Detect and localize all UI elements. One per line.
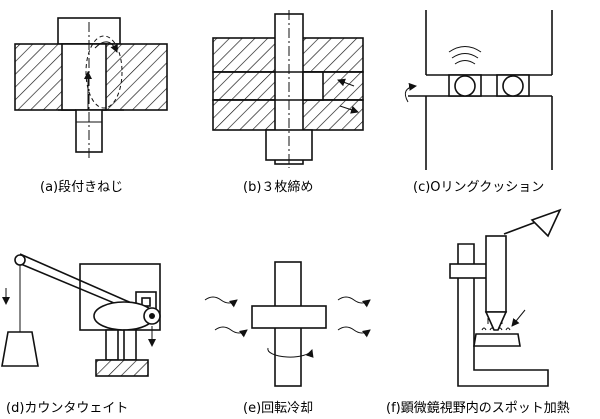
figure-d-counterweight bbox=[1, 253, 161, 377]
caption-f: (f)顕微鏡視野内のスポット加熱 bbox=[386, 400, 570, 416]
figure-e-rotational-cooling bbox=[204, 261, 371, 387]
figure-a-stepped-screw bbox=[14, 17, 168, 158]
caption-b: (b)３枚締め bbox=[243, 179, 313, 195]
caption-e: (e)回転冷却 bbox=[243, 401, 313, 416]
caption-a: (a)段付きねじ bbox=[40, 180, 123, 195]
figure-b-three-plate bbox=[212, 10, 364, 168]
caption-c: (c)Oリングクッション bbox=[413, 180, 544, 195]
figure-c-oring-cushion bbox=[404, 10, 553, 170]
caption-d: (d)カウンタウェイト bbox=[6, 401, 128, 416]
figure-f-spot-heating bbox=[449, 208, 562, 387]
